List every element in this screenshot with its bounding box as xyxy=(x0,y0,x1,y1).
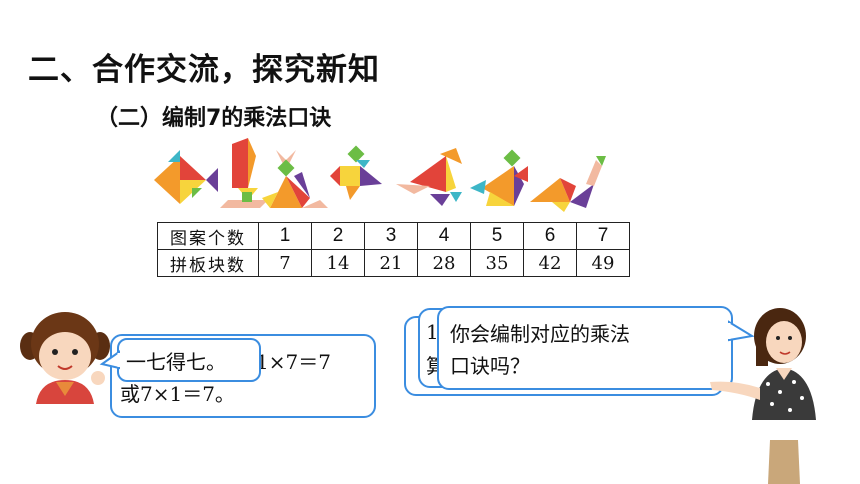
tangram-standing-figure xyxy=(220,138,268,208)
tangram-swan xyxy=(530,156,606,212)
left-bubble-equation-1: 1×7＝7 xyxy=(256,350,331,374)
table-cell: 7 xyxy=(258,249,312,277)
table-cell: 7 xyxy=(576,222,630,250)
row-header: 拼板块数 xyxy=(157,249,259,277)
row-header: 图案个数 xyxy=(157,222,259,250)
table-cell: 2 xyxy=(311,222,365,250)
left-bubble-front xyxy=(117,338,261,382)
table-cell: 14 xyxy=(311,249,365,277)
table-cell: 28 xyxy=(417,249,471,277)
table-cell: 1 xyxy=(258,222,312,250)
left-bubble-text: 一七得七。 xyxy=(126,350,226,374)
table-cell: 21 xyxy=(364,249,418,277)
table-row: 图案个数 1 2 3 4 5 6 7 xyxy=(157,222,630,250)
right-bubble-front xyxy=(437,306,733,390)
right-bubble-line-2: 口诀吗？ xyxy=(450,354,530,378)
multiplication-table: 图案个数 1 2 3 4 5 6 7 拼板块数 7 14 21 28 35 42… xyxy=(157,222,630,277)
table-cell: 35 xyxy=(470,249,524,277)
right-bubble-line-1: 你会编制对应的乘法 xyxy=(450,322,630,346)
tangram-running-figure xyxy=(396,148,462,206)
table-cell: 3 xyxy=(364,222,418,250)
table-cell: 49 xyxy=(576,249,630,277)
left-bubble-equation-2: 或7×1＝7。 xyxy=(120,382,235,406)
tangram-cat xyxy=(262,150,328,208)
tangram-figures xyxy=(154,138,606,212)
page-title: 二、合作交流，探究新知 xyxy=(28,52,380,88)
table-cell: 4 xyxy=(417,222,471,250)
table-cell: 42 xyxy=(523,249,577,277)
tangram-bird xyxy=(330,145,382,200)
table-cell: 6 xyxy=(523,222,577,250)
table-cell: 5 xyxy=(470,222,524,250)
section-subtitle: （二）编制7的乘法口诀 xyxy=(96,106,332,131)
tangram-duck xyxy=(470,149,528,206)
table-row: 拼板块数 7 14 21 28 35 42 49 xyxy=(157,249,630,277)
tangram-fish xyxy=(154,150,218,204)
right-bubble-back-char-1: 1 xyxy=(426,320,439,344)
